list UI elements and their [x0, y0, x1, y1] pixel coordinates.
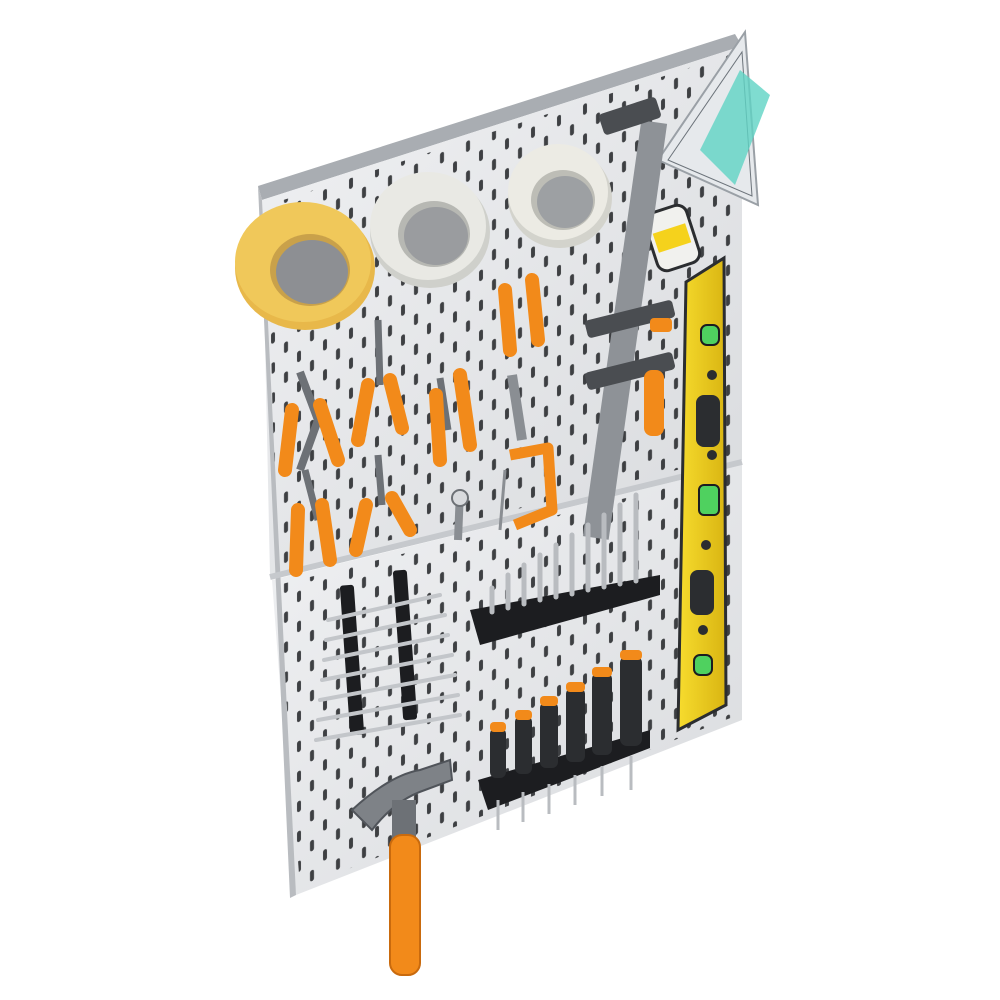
spirit-level: [676, 255, 728, 733]
tape-roll-yellow: [235, 202, 375, 330]
tape-roll-white-1: [370, 172, 490, 288]
hex-key-rack: [314, 569, 462, 742]
pliers-group: [278, 273, 545, 577]
pegboard-top-edge: [258, 34, 742, 200]
needle-nose-pliers-2: [349, 454, 417, 557]
level-hand-slot-lower: [690, 570, 714, 615]
slip-joint-pliers: [498, 273, 545, 441]
bar-clamp: [582, 97, 675, 540]
panel-seam: [269, 459, 743, 580]
pegboard-left-edge: [258, 186, 296, 898]
needle-nose-pliers-1: [351, 319, 409, 447]
tape-roll-white-2: [508, 144, 612, 248]
level-hand-slot: [696, 395, 720, 447]
claw-hammer: [350, 758, 454, 976]
drill-bits: [489, 492, 639, 615]
hammer-handle-icon: [389, 834, 421, 976]
level-vial-bottom-icon: [693, 654, 713, 676]
speed-square-teal-overlay: [700, 70, 770, 185]
speed-square: [656, 29, 770, 207]
screwdriver-rack: [478, 650, 650, 830]
coping-saw: [498, 442, 558, 531]
screwdrivers: [490, 650, 642, 778]
clamp-handle-icon: [644, 370, 664, 436]
diagonal-cutter-1: [278, 370, 345, 477]
diagonal-cutter-2: [289, 469, 337, 577]
level-vial-mid-icon: [698, 484, 720, 516]
tape-measure: [642, 203, 702, 273]
drill-bit-rack: [470, 492, 660, 645]
wire-stripper: [451, 489, 469, 541]
level-vial-top-icon: [700, 324, 720, 346]
long-nose-pliers: [429, 368, 477, 467]
